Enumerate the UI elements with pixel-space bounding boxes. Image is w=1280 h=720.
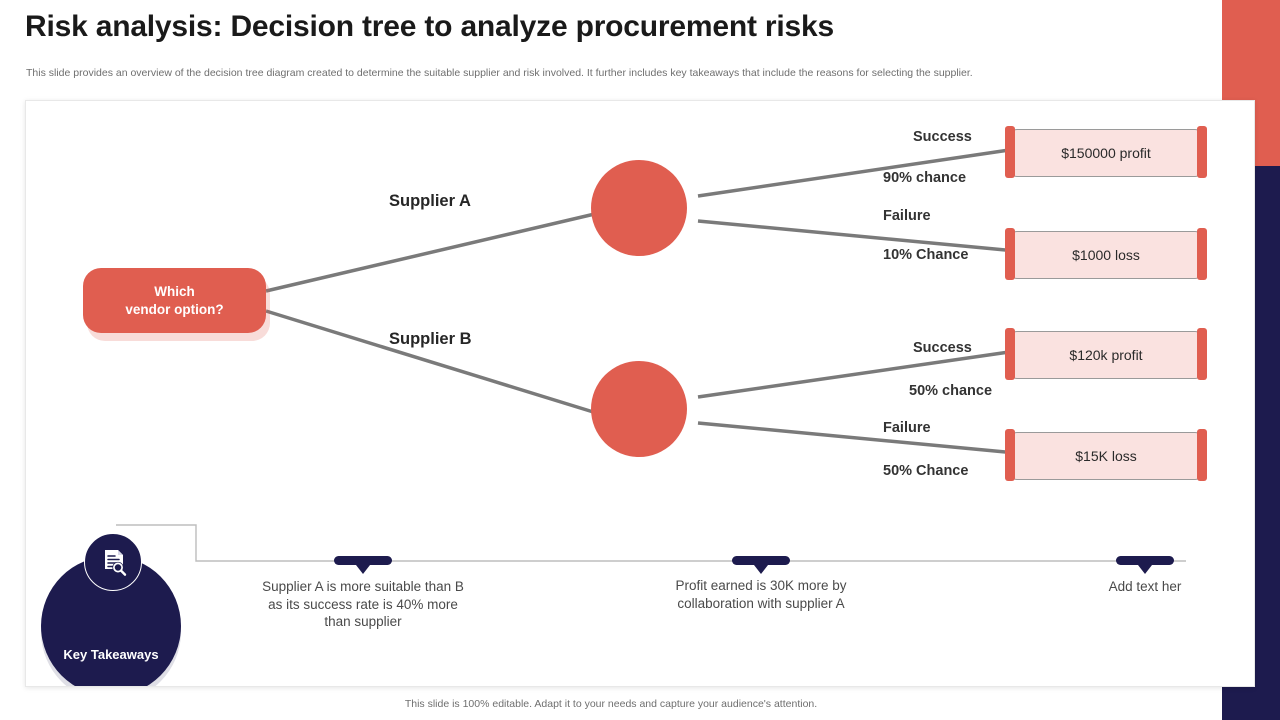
document-search-icon (84, 533, 142, 591)
outcome-box-a-failure[interactable]: $1000 loss (1005, 228, 1207, 280)
page-title: Risk analysis: Decision tree to analyze … (25, 10, 834, 43)
takeaway-marker-3 (1116, 556, 1174, 565)
key-takeaways-label: Key Takeaways (63, 646, 159, 662)
supplier-b-label: Supplier B (389, 330, 472, 348)
takeaway-text-2: Profit earned is 30K more by collaborati… (675, 578, 847, 611)
branch-b-failure-result: Failure (883, 420, 931, 436)
branch-b-success-chance: 50% chance (909, 383, 993, 399)
decision-tree-panel: Which vendor option? Supplier A Supplier… (25, 100, 1255, 687)
outcome-value: $120k profit (1069, 347, 1143, 363)
takeaway-notch-3 (1138, 565, 1152, 574)
branch-a-success-chance: 90% chance (883, 170, 967, 186)
supplier-a-label: Supplier A (389, 192, 471, 210)
takeaway-notch-2 (754, 565, 768, 574)
branch-a-success-result: Success (913, 129, 972, 145)
outcome-value: $1000 loss (1072, 247, 1140, 263)
branch-b-failure-chance: 50% Chance (883, 463, 969, 479)
takeaway-notch-1 (356, 565, 370, 574)
page-subtitle: This slide provides an overview of the d… (26, 67, 973, 79)
tree-connectors (116, 147, 1186, 562)
branch-b-success-result: Success (913, 340, 972, 356)
branch-a-failure-chance: 10% Chance (883, 247, 969, 263)
takeaway-marker-2 (732, 556, 790, 565)
outcome-box-b-success[interactable]: $120k profit (1005, 328, 1207, 380)
takeaway-text-3: Add text her (1108, 579, 1182, 594)
outcome-value: $15K loss (1075, 448, 1137, 464)
root-node-line2: vendor option? (125, 301, 224, 317)
outcome-box-b-failure[interactable]: $15K loss (1005, 429, 1207, 481)
outcome-box-a-success[interactable]: $150000 profit (1005, 126, 1207, 178)
takeaway-text-1: Supplier A is more suitable than B as it… (262, 579, 464, 629)
branch-a-failure-result: Failure (883, 208, 931, 224)
root-decision-node[interactable]: Which vendor option? (83, 268, 266, 333)
root-node-line1: Which (154, 283, 195, 299)
footer-note: This slide is 100% editable. Adapt it to… (404, 698, 818, 710)
takeaway-marker-1 (334, 556, 392, 565)
outcome-value: $150000 profit (1061, 145, 1151, 161)
